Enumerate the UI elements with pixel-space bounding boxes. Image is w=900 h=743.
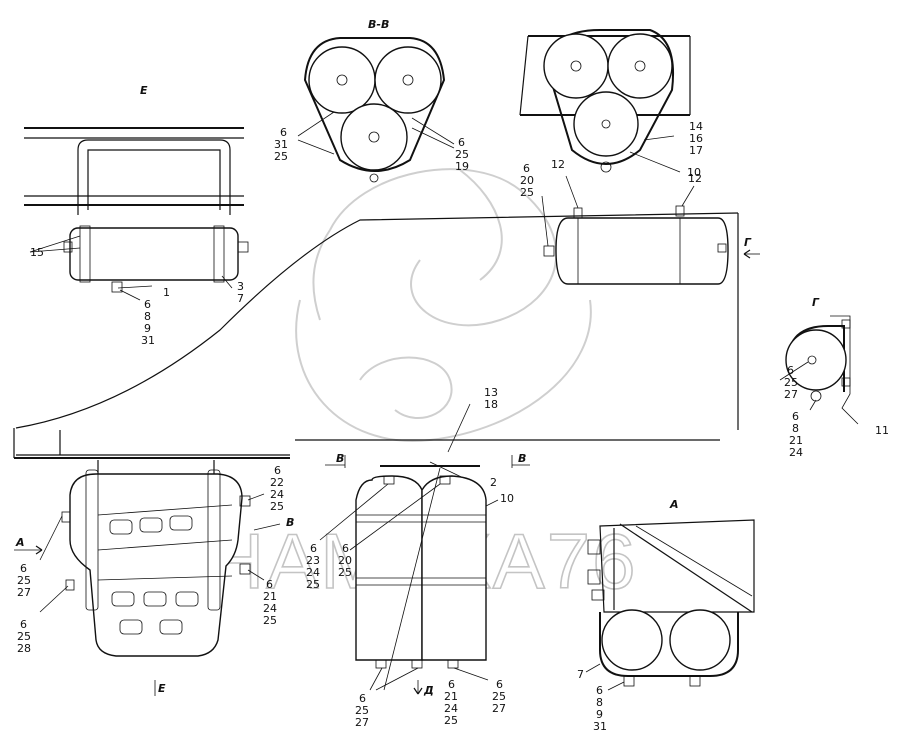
a-view: А [585,498,755,691]
g-view: Г [779,296,859,425]
side-view-callout-2: 20 [520,174,534,187]
bb-view: В-В [297,18,455,183]
bottom-center-callout-9: 25 [355,704,369,717]
e-view-callout-4: 7 [237,292,244,305]
bottom-left-view [13,428,290,696]
a-arrow-label: А [15,536,25,549]
g-view-callout-3: 27 [784,388,798,401]
bottom-left-callout-11: 25 [263,614,277,627]
e-cut-label: Е [158,682,166,695]
bottom-left-callout-6: 25 [17,574,31,587]
side-view-callout-3: 25 [520,186,534,199]
bottom-center-callout-5: 6 [342,542,349,555]
top-right-callout-3: 17 [689,144,703,157]
e-view-callout-1: 15 [30,246,44,259]
bottom-center-callout-11: 6 [448,678,455,691]
bb-view-callout-6: 19 [455,160,469,173]
bb-view-callout-2: 31 [274,138,288,151]
a-view-callout-3: 8 [596,696,603,709]
bottom-center-callout-1: 6 [310,542,317,555]
g-view-callout-2: 25 [784,376,798,389]
bottom-center-callout-12: 21 [444,690,458,703]
side-view-callout-1: 6 [523,162,530,175]
a-view-callout-5: 31 [593,720,607,733]
a-view-callout-1: 7 [577,668,584,681]
d-arrow-label: Д [423,684,434,697]
e-view-title: Е [140,84,148,97]
g-view-callout-6: 21 [789,434,803,447]
e-view: Е [24,84,249,301]
b-arrow-label: В [286,516,294,529]
bottom-left-callout-2: 22 [270,476,284,489]
bottom-left-callout-12: 6 [20,618,27,631]
cut-callout-3: 2 [490,476,497,489]
bottom-center-callout-16: 25 [492,690,506,703]
top-right-view [519,29,691,173]
e-view-callout-6: 8 [144,310,151,323]
bottom-left-callout-10: 24 [263,602,277,615]
bb-view-callout-1: 6 [280,126,287,139]
cut-callout-2: 18 [484,398,498,411]
bottom-left-callout-4: 25 [270,500,284,513]
bottom-center-callout-14: 25 [444,714,458,727]
cut-callout-1: 13 [484,386,498,399]
bottom-center-callout-7: 25 [338,566,352,579]
cut-mark-right: В [518,452,526,465]
bottom-center-callout-3: 24 [306,566,320,579]
bottom-left-callout-13: 25 [17,630,31,643]
a-view-callout-4: 9 [596,708,603,721]
g-view-callout-4: 6 [792,410,799,423]
bottom-center-callout-8: 6 [359,692,366,705]
e-view-callout-7: 9 [144,322,151,335]
side-view-callout-5: 12 [688,172,702,185]
bottom-left-callout-9: 21 [263,590,277,603]
cut-mark-left: В [336,452,344,465]
e-view-callout-3: 3 [237,280,244,293]
top-right-callout-1: 14 [689,120,703,133]
bottom-center-callout-6: 20 [338,554,352,567]
bottom-center-view [319,465,489,695]
bottom-center-callout-15: 6 [496,678,503,691]
bottom-center-callout-17: 27 [492,702,506,715]
top-right-callout-2: 16 [689,132,703,145]
bottom-center-callout-2: 23 [306,554,320,567]
g-view-callout-5: 8 [792,422,799,435]
bottom-left-callout-1: 6 [274,464,281,477]
bb-view-callout-3: 25 [274,150,288,163]
a-view-title: А [669,498,679,511]
bb-view-title: В-В [368,18,389,31]
side-view-callout-4: 12 [551,158,565,171]
e-view-callout-5: 6 [144,298,151,311]
bb-view-callout-4: 6 [458,136,465,149]
g-view-title: Г [812,296,820,309]
bottom-left-callout-5: 6 [20,562,27,575]
g-arrow-label: Г [744,236,752,249]
bb-view-callout-5: 25 [455,148,469,161]
bottom-left-callout-14: 28 [17,642,31,655]
side-view [15,175,760,456]
bottom-center-callout-13: 24 [444,702,458,715]
g-view-callout-1: 6 [787,364,794,377]
cut-callout-4: 10 [500,492,514,505]
bottom-center-callout-10: 27 [355,716,369,729]
top-right-callout-4: 10 [687,166,701,179]
e-view-callout-2: 1 [163,286,170,299]
a-view-callout-2: 6 [596,684,603,697]
bottom-left-callout-3: 24 [270,488,284,501]
g-view-callout-8: 11 [875,424,889,437]
e-view-callout-8: 31 [141,334,155,347]
bottom-left-callout-8: 6 [266,578,273,591]
g-view-callout-7: 24 [789,446,803,459]
bottom-left-callout-7: 27 [17,586,31,599]
watermark-logo [295,168,592,442]
bottom-center-callout-4: 25 [306,578,320,591]
